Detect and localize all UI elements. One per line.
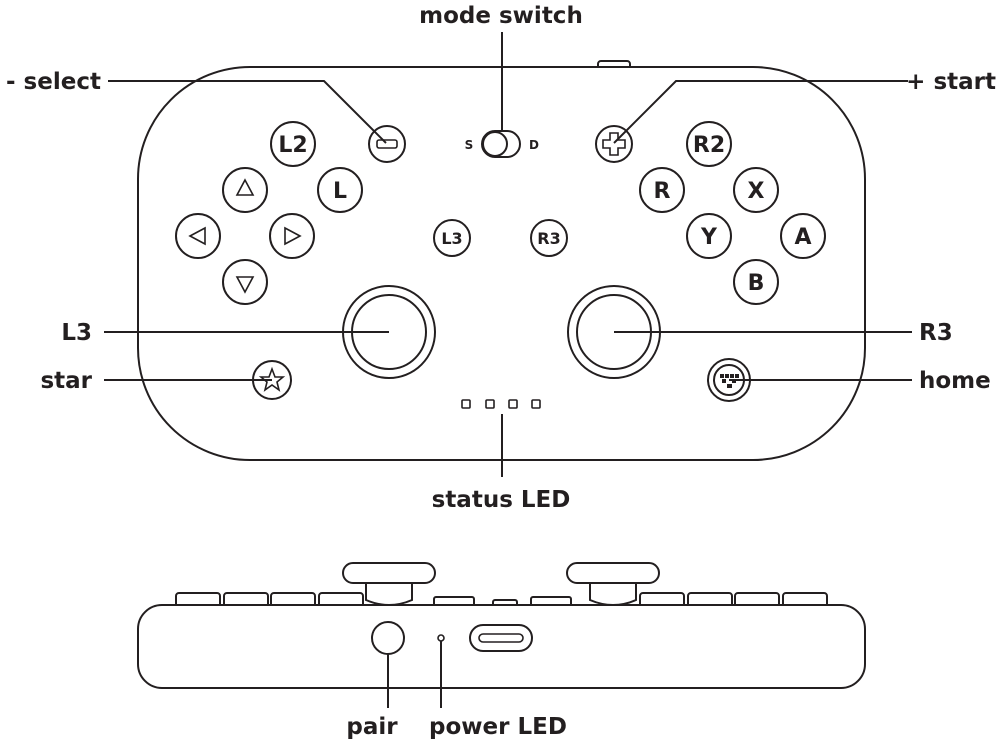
svg-text:L2: L2 [278, 133, 307, 158]
status-led-3 [508, 399, 518, 409]
star-label: star [40, 368, 92, 394]
r2-button: R2 [686, 121, 732, 167]
mode-switch: S D [465, 130, 539, 158]
minus-icon [376, 139, 398, 149]
l-button: L [317, 167, 363, 213]
right-stick-cap-side [566, 562, 660, 606]
dpad-right [269, 213, 315, 259]
svg-text:L3: L3 [441, 229, 462, 248]
controller-top-view: S D L2 L [137, 60, 866, 461]
start-label: + start [906, 69, 996, 95]
svg-text:Y: Y [700, 225, 718, 250]
status-led-2 [485, 399, 495, 409]
svg-text:L: L [333, 179, 347, 204]
status-led-label: status LED [432, 487, 571, 513]
mode-switch-knob [482, 131, 508, 157]
controller-front-view [137, 562, 866, 708]
star-icon [258, 366, 286, 392]
svg-text:R: R [654, 179, 671, 204]
home-label: home [919, 368, 991, 394]
svg-text:X: X [748, 179, 765, 204]
y-button: Y [686, 213, 732, 259]
l3-small-button: L3 [433, 219, 471, 257]
usb-c-port [469, 624, 533, 652]
r-button: R [639, 167, 685, 213]
select-label: - select [6, 69, 101, 95]
dpad-down [222, 259, 268, 305]
svg-text:A: A [794, 225, 811, 250]
triangle-right-icon [284, 226, 302, 246]
l3-label: L3 [61, 320, 92, 346]
left-stick-cap-side [342, 562, 436, 606]
x-button: X [733, 167, 779, 213]
svg-text:R3: R3 [537, 229, 560, 248]
triangle-up-icon [235, 178, 255, 196]
pair-label: pair [346, 714, 398, 740]
mode-switch-label: mode switch [419, 3, 583, 29]
a-button: A [780, 213, 826, 259]
l2-button: L2 [270, 121, 316, 167]
triangle-left-icon [188, 226, 206, 246]
triangle-down-icon [235, 276, 255, 294]
mode-switch-s-label: S [465, 138, 474, 152]
b-button: B [733, 259, 779, 305]
svg-text:B: B [748, 271, 765, 296]
power-led-label: power LED [429, 714, 567, 740]
svg-text:R2: R2 [693, 133, 725, 158]
dpad-left [175, 213, 221, 259]
mode-switch-d-label: D [529, 138, 539, 152]
callout-lines [104, 32, 912, 477]
pair-button [371, 621, 405, 655]
status-led-1 [461, 399, 471, 409]
status-led-4 [531, 399, 541, 409]
dpad-up [222, 167, 268, 213]
r3-small-button: R3 [530, 219, 568, 257]
r3-label: R3 [919, 320, 953, 346]
dpad [175, 167, 315, 305]
status-leds [461, 399, 541, 409]
